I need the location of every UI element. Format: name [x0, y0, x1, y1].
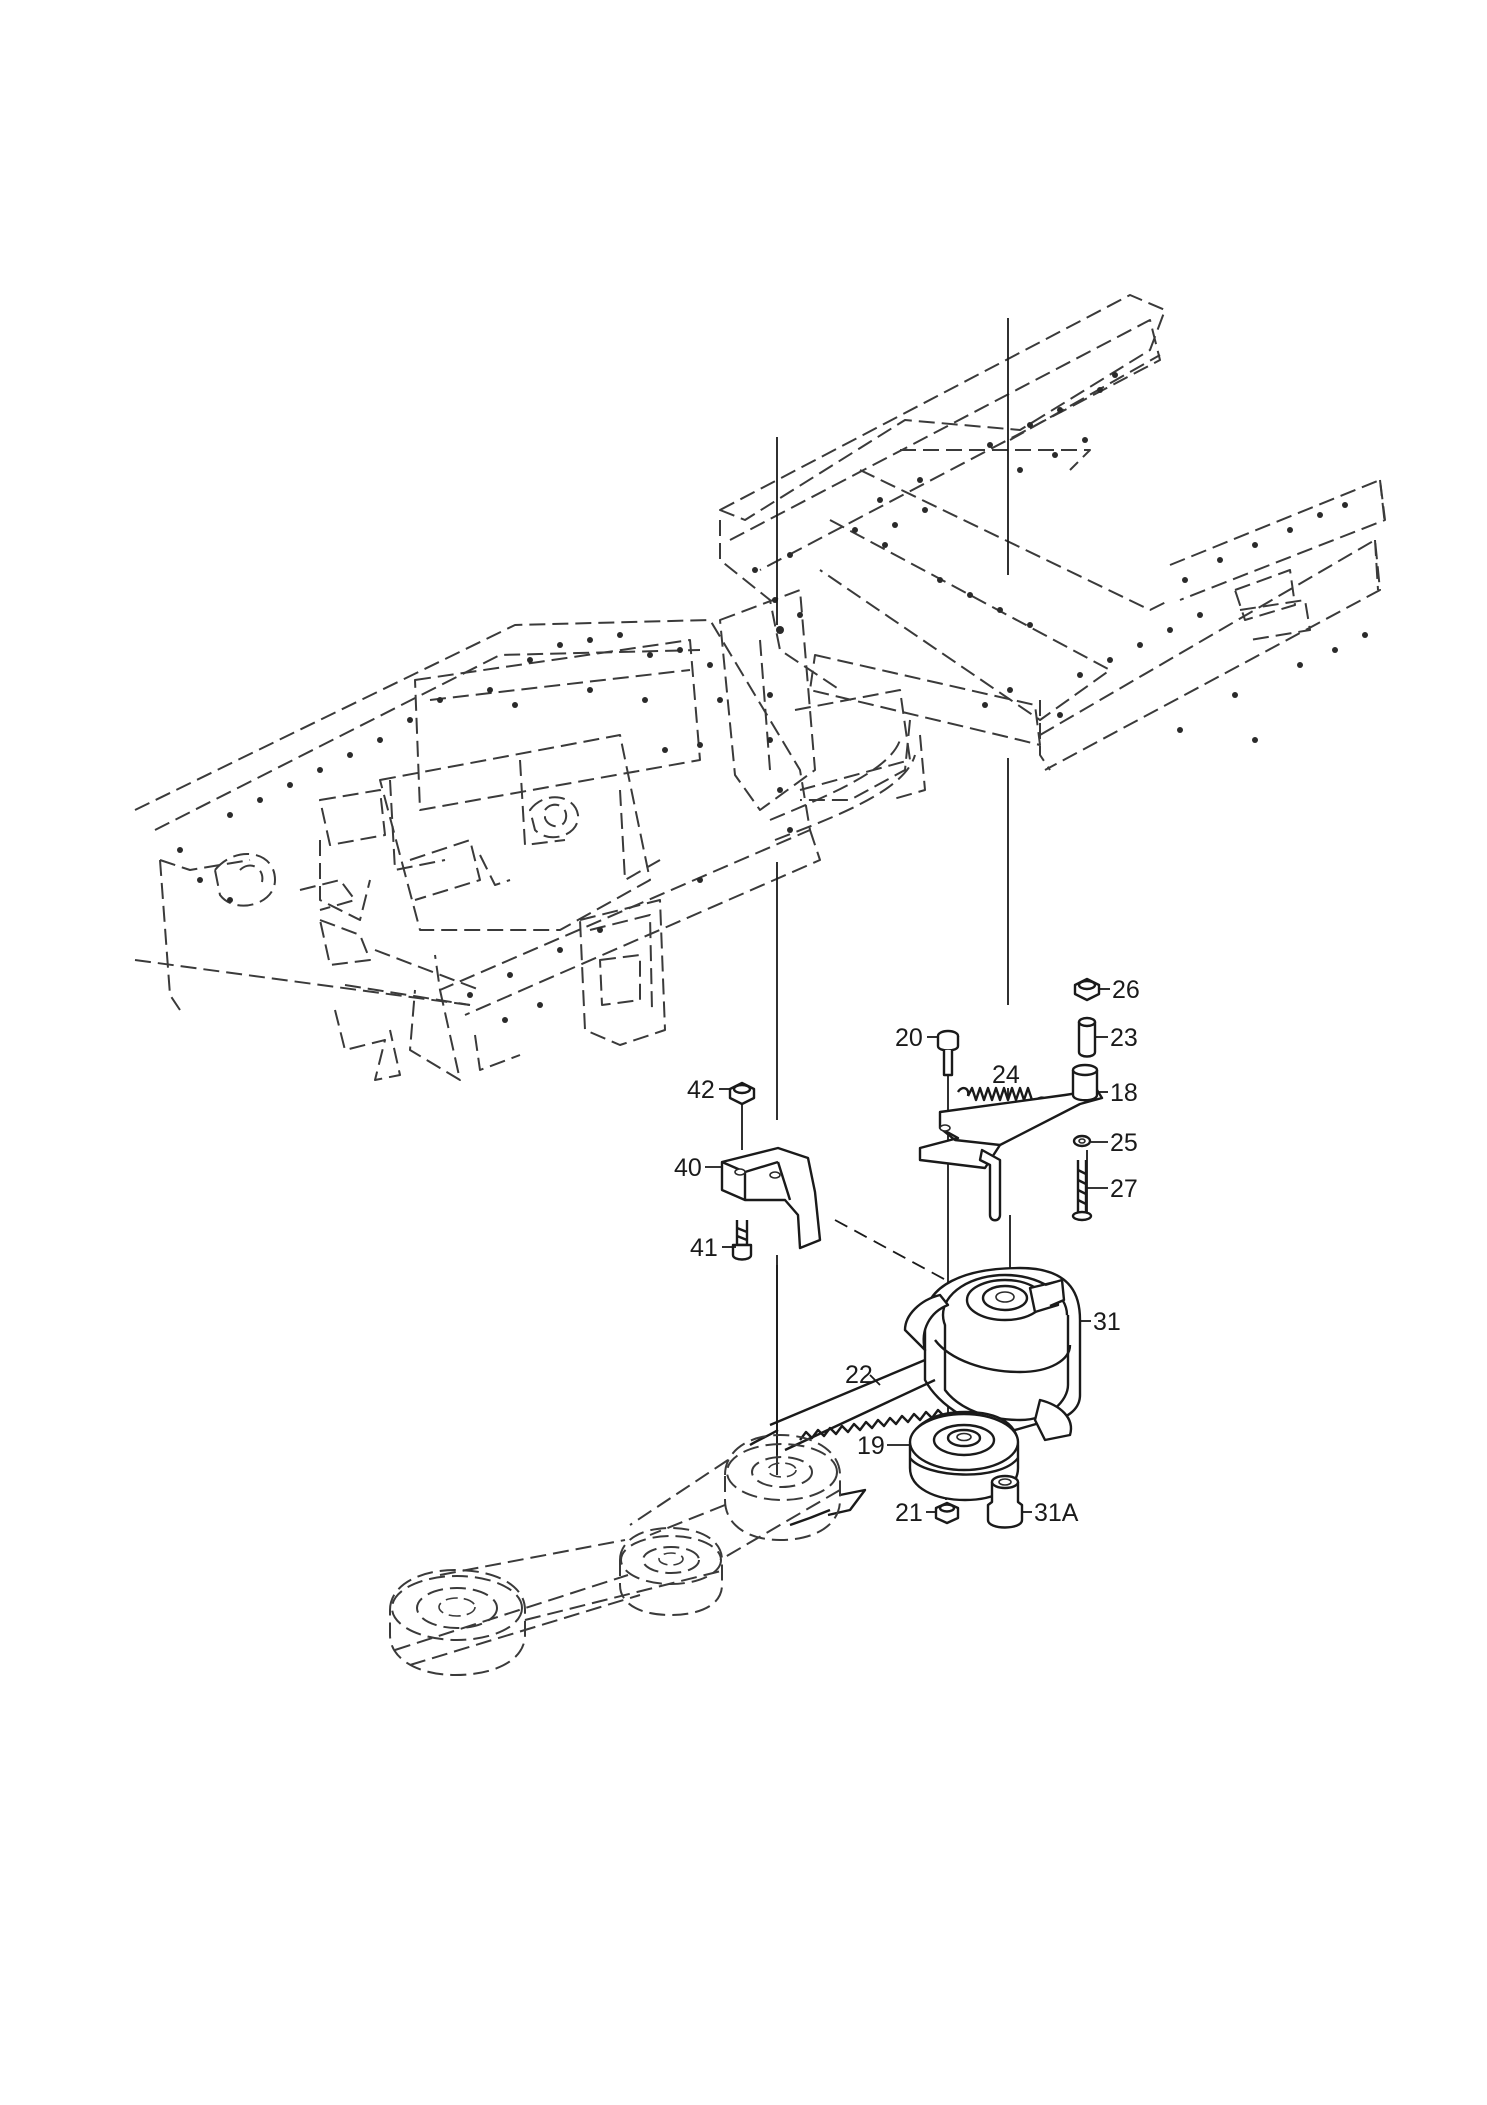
bolt-20 [936, 1029, 960, 1077]
callout-40: 40 [674, 1154, 702, 1182]
belt-22 [749, 1358, 945, 1527]
idler-arm-18 [918, 1063, 1104, 1222]
leader-lines [705, 988, 1110, 1513]
callout-31: 31 [1093, 1308, 1121, 1336]
nut-42 [728, 1081, 756, 1106]
callout-19: 19 [857, 1432, 885, 1460]
deck-pulleys [389, 1434, 841, 1676]
callout-labels: 26 23 20 24 18 42 25 40 27 41 31 22 19 2… [674, 976, 1140, 1527]
spacer-31a [986, 1474, 1024, 1529]
callout-18: 18 [1110, 1079, 1138, 1107]
callout-41: 41 [690, 1234, 718, 1262]
callout-24: 24 [992, 1061, 1020, 1089]
callout-26: 26 [1112, 976, 1140, 1004]
bracket-40 [720, 1146, 822, 1250]
washer-25 [1072, 1134, 1092, 1148]
spacer-23 [1077, 1016, 1097, 1058]
callout-42: 42 [687, 1076, 715, 1104]
frame-holes [177, 372, 1368, 1023]
callout-22: 22 [845, 1361, 873, 1389]
frame-chassis [134, 294, 1386, 1081]
callout-20: 20 [895, 1024, 923, 1052]
pulley-19 [908, 1410, 1020, 1502]
bolt-41 [731, 1220, 753, 1261]
callout-25: 25 [1110, 1129, 1138, 1157]
bolt-27 [1071, 1160, 1093, 1222]
pto-clutch-31 [903, 1266, 1082, 1442]
callout-31A: 31A [1034, 1499, 1079, 1527]
nut-21 [934, 1501, 960, 1525]
callout-23: 23 [1110, 1024, 1138, 1052]
callout-27: 27 [1110, 1175, 1138, 1203]
nut-26 [1073, 977, 1101, 1002]
callout-21: 21 [895, 1499, 923, 1527]
